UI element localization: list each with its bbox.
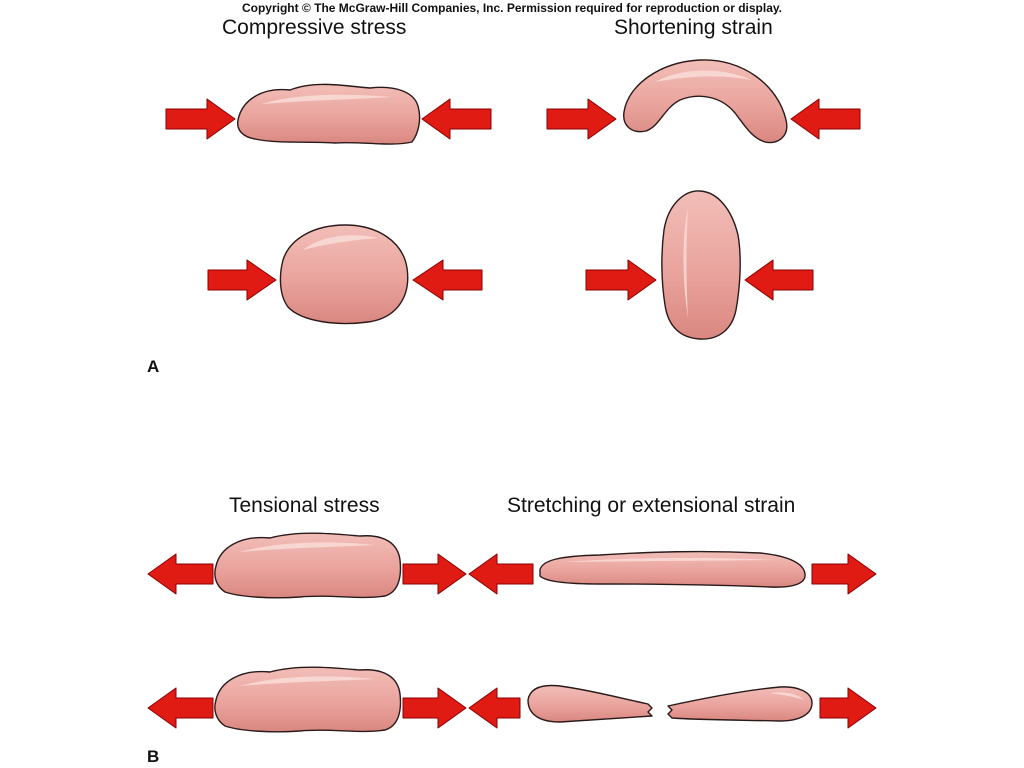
rock-body-broken-left: [527, 684, 653, 723]
tensional-stress-title: Tensional stress: [229, 494, 380, 517]
right-pointing-arrow-icon: [585, 259, 657, 301]
tensional-stress-group-1: [147, 532, 467, 599]
right-pointing-arrow-icon: [819, 687, 877, 729]
body-highlight: [655, 70, 752, 82]
body-highlight: [240, 542, 375, 552]
left-pointing-arrow-icon: [744, 259, 814, 301]
rock-body-folded: [623, 59, 788, 144]
rock-body-tall: [661, 190, 741, 340]
right-pointing-arrow-icon: [165, 98, 236, 140]
copyright-notice: Copyright © The McGraw-Hill Companies, I…: [241, 1, 783, 15]
tensional-stress-group-2: [147, 666, 467, 733]
left-pointing-arrow-icon: [147, 687, 214, 729]
body-highlight: [770, 692, 804, 700]
body-highlight: [683, 208, 688, 318]
left-pointing-arrow-icon: [468, 687, 521, 729]
left-pointing-arrow-icon: [147, 553, 214, 595]
right-pointing-arrow-icon: [546, 98, 617, 140]
compressive-stress-group-1: [165, 83, 492, 145]
right-pointing-arrow-icon: [402, 687, 467, 729]
left-pointing-arrow-icon: [421, 98, 492, 140]
left-pointing-arrow-icon: [790, 98, 861, 140]
body-highlight: [240, 676, 375, 686]
shortening-strain-group-1: [546, 59, 861, 144]
body-highlight: [303, 235, 378, 250]
body-highlight: [565, 557, 775, 562]
compressive-stress-group-2: [207, 224, 483, 325]
compressive-stress-title: Compressive stress: [222, 16, 407, 39]
right-pointing-arrow-icon: [207, 259, 277, 301]
right-pointing-arrow-icon: [811, 553, 877, 595]
left-pointing-arrow-icon: [412, 259, 483, 301]
rock-body-flat: [236, 83, 421, 145]
right-pointing-arrow-icon: [402, 553, 467, 595]
panel-b-label: B: [147, 747, 160, 766]
panel-a-label: A: [147, 357, 160, 376]
shortening-strain-group-2: [585, 190, 814, 340]
body-highlight: [262, 94, 392, 104]
extensional-strain-title: Stretching or extensional strain: [507, 494, 796, 517]
extensional-strain-group-2: [468, 684, 877, 729]
shortening-strain-title: Shortening strain: [614, 16, 773, 39]
extensional-strain-group-1: [468, 550, 877, 595]
left-pointing-arrow-icon: [468, 553, 534, 595]
rock-body-round: [279, 224, 409, 325]
rock-body-stretched: [539, 550, 806, 588]
rock-body-broken-right: [667, 686, 813, 722]
